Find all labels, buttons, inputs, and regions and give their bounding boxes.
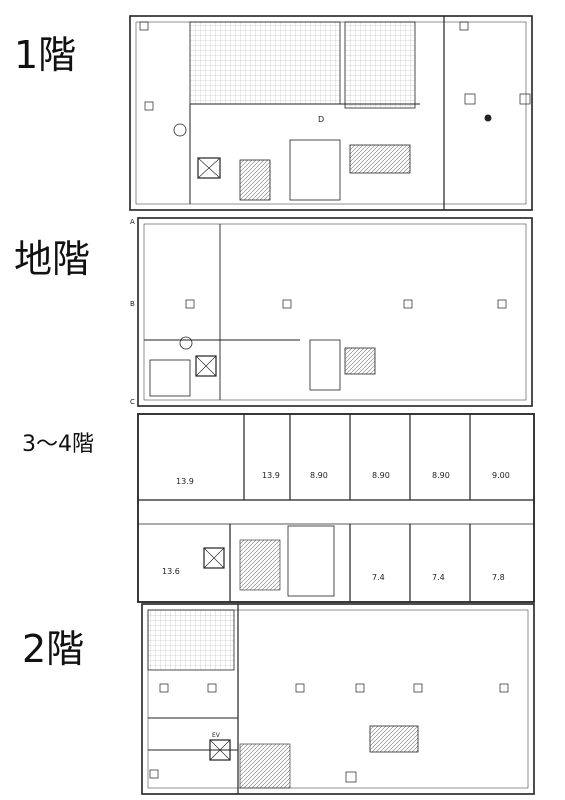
plan-1f-stair (349, 144, 411, 174)
plan-2f: EV (141, 603, 535, 795)
room-area-7: 13.6 (162, 567, 180, 576)
gridline-a-label: A (130, 218, 135, 226)
plan-2f-ev-mark: EV (212, 732, 221, 739)
room-area-10: 7.8 (492, 573, 505, 582)
plan-3-4f-outline (137, 413, 535, 603)
plan-2f-hatched-room (147, 609, 235, 671)
plan-2f-stair (369, 725, 419, 753)
room-area-4: 8.90 (372, 471, 390, 480)
gridline-c-label: C (130, 398, 135, 406)
room-area-8: 7.4 (372, 573, 385, 582)
plan-2f-outline (141, 603, 535, 795)
plan-1f-hatched-room (189, 21, 341, 105)
floor-label-3-4f: 3～4階 (22, 432, 94, 457)
room-area-3: 8.90 (310, 471, 328, 480)
room-area-6: 9.00 (492, 471, 510, 480)
floor-label-2f: 2階 (22, 627, 85, 671)
plan-2f-ev (209, 739, 231, 761)
plan-b1-stair (344, 347, 376, 375)
room-area-9: 7.4 (432, 573, 445, 582)
gridline-b-label: B (130, 300, 135, 308)
plan-1f-door-mark: D (318, 115, 324, 124)
plan-b1-outline (137, 217, 533, 407)
room-area-2: 13.9 (262, 471, 280, 480)
plan-3-4f: 13.9 13.9 8.90 8.90 8.90 9.00 13.6 7.4 7… (137, 413, 535, 603)
floor-label-1f: 1階 (14, 33, 77, 77)
plan-1f: D (129, 15, 533, 211)
plan-b1: A B C (130, 217, 533, 407)
plan-3-4f-ev (203, 547, 225, 569)
room-area-1: 13.9 (176, 477, 194, 486)
plan-1f-ev (197, 157, 221, 179)
plan-1f-outline (129, 15, 533, 211)
room-area-5: 8.90 (432, 471, 450, 480)
floor-label-b1: 地階 (14, 237, 91, 281)
plan-b1-ev (195, 355, 217, 377)
